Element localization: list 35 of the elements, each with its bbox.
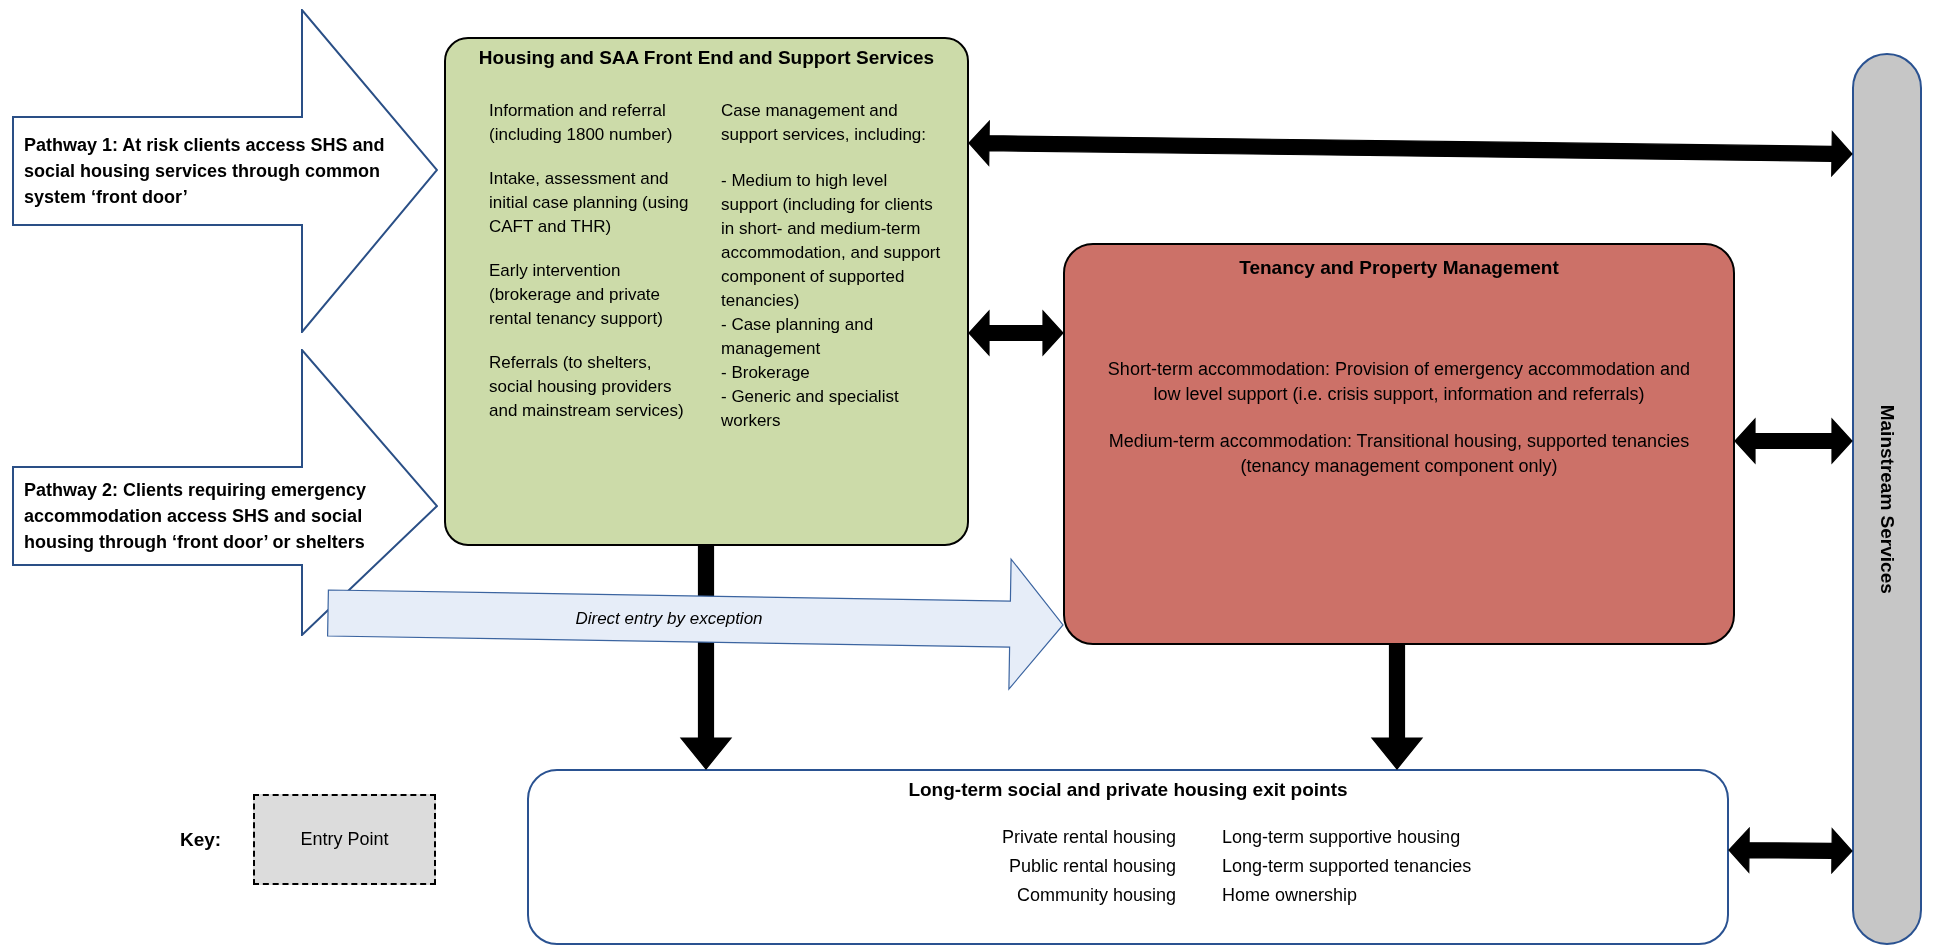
service-heading: Case management and support services, including: — [721, 100, 928, 146]
block-arrow — [327, 557, 1064, 691]
thick-arrow — [968, 119, 1853, 178]
edge-label: Direct entry by exception — [575, 608, 763, 631]
services-box — [444, 37, 969, 546]
exit-option: Long-term supported tenancies — [1222, 852, 1472, 881]
service-item: Early intervention (brokerage and private rental tenancy support) — [489, 260, 664, 330]
list-item: - Generic and specialist workers — [721, 386, 900, 432]
thick-arrow — [1728, 826, 1853, 875]
exit-option: Long-term supportive housing — [1222, 823, 1472, 852]
tenancy-box — [1063, 243, 1735, 645]
box-title: Long-term social and private housing exit points — [908, 778, 1348, 802]
thick-arrow — [1370, 644, 1424, 770]
exit-option: Private rental housing — [1001, 823, 1176, 852]
exit-points-box — [527, 769, 1729, 945]
exit-option: Community housing — [1016, 881, 1176, 910]
service-item: Information and referral (including 1800 number) — [489, 100, 674, 146]
exit-option: Home ownership — [1222, 881, 1472, 910]
pathway-label: Pathway 1: At risk clients access SHS and social housing services through common system ‘front door’ — [24, 134, 386, 209]
accommodation-text: Medium-term accommodation: Transitional housing, supported tenancies (tenancy management component only) — [1107, 430, 1691, 478]
box-title: Housing and SAA Front End and Support Services — [478, 46, 935, 70]
thick-arrow — [968, 309, 1064, 357]
legend-label: Entry Point — [300, 828, 389, 851]
accommodation-text: Short-term accommodation: Provision of emergency accommodation and low level support (i.e. crisis support, information and referrals) — [1106, 358, 1692, 406]
service-item: Intake, assessment and initial case planning (using CAFT and THR) — [489, 168, 690, 238]
box-title: Tenancy and Property Management — [1239, 256, 1559, 280]
service-item: Referrals (to shelters, social housing providers and mainstream services) — [489, 352, 685, 422]
list-item: - Brokerage — [721, 362, 811, 384]
key-label: Key: — [180, 827, 222, 852]
exit-option: Public rental housing — [1008, 852, 1176, 881]
thick-arrow — [1734, 417, 1853, 465]
bar-label: Mainstream Services — [1876, 404, 1900, 594]
list-item: - Medium to high level support (including for clients in short- and medium-term accommodation, and support component of supported tenancies) — [721, 170, 942, 312]
pathway-label: Pathway 2: Clients requiring emergency accommodation access SHS and social housing through ‘front door’ or shelters — [24, 479, 368, 554]
list-item: - Case planning and management — [721, 314, 875, 360]
